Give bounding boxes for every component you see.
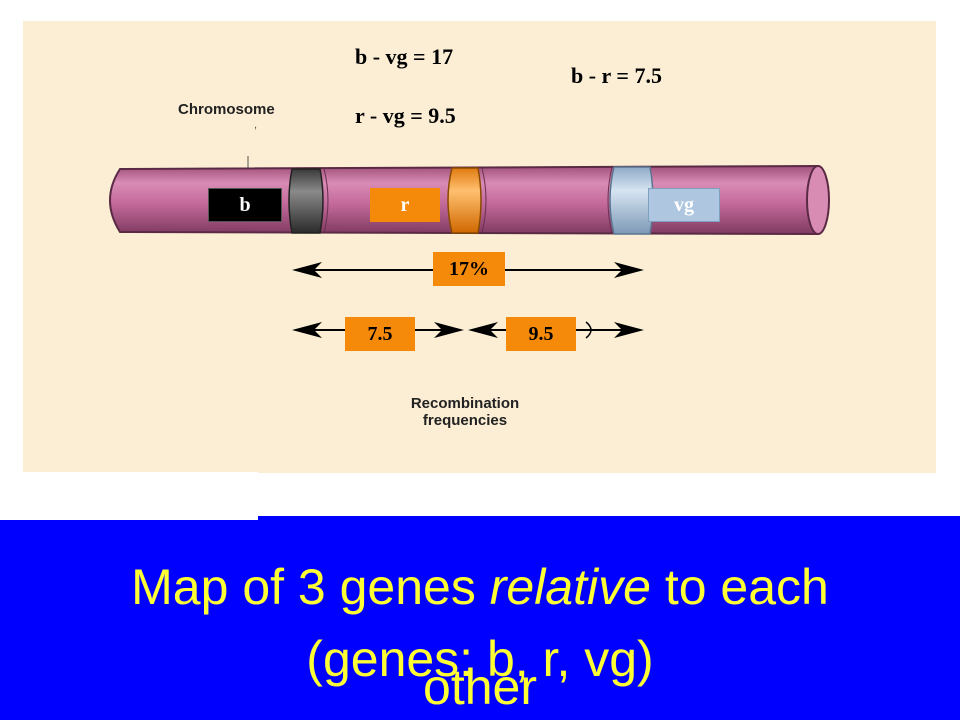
gene-vg-label: vg xyxy=(648,188,720,222)
recombination-line1: Recombination xyxy=(410,395,520,412)
chromosome-tick-mark: , xyxy=(254,119,257,131)
recombination-frequencies-label: Recombination frequencies xyxy=(380,395,550,429)
frequency-total-label: 17% xyxy=(433,252,505,286)
equation-b-r: b - r = 7.5 xyxy=(571,63,662,88)
gene-r-label: r xyxy=(370,188,440,222)
gene-b-label: b xyxy=(208,188,282,222)
frequency-b-r-label: 7.5 xyxy=(345,317,415,351)
caption-band-notch xyxy=(0,472,258,520)
caption-title-overflow: other xyxy=(423,659,537,715)
chromosome-label: Chromosome xyxy=(178,101,275,118)
band-light-blue xyxy=(609,166,654,235)
caption-title-italic: relative xyxy=(489,559,651,615)
frequency-r-vg-label: 9.5 xyxy=(506,317,576,351)
band-dark xyxy=(288,168,324,234)
caption-genes: (genes: b, r, vg) xyxy=(306,631,654,687)
caption-title-end: to each xyxy=(650,559,829,615)
chromosome-body xyxy=(109,164,830,236)
equation-b-vg: b - vg = 17 xyxy=(355,44,454,69)
equation-r-vg: r - vg = 9.5 xyxy=(355,103,456,128)
band-orange xyxy=(447,167,482,234)
caption-band xyxy=(0,516,960,720)
recombination-line2: frequencies xyxy=(422,412,508,429)
diagram-panel xyxy=(23,21,936,473)
caption-title-start: Map of 3 genes xyxy=(131,559,490,615)
caption-title: Map of 3 genes relative to each xyxy=(0,558,960,616)
